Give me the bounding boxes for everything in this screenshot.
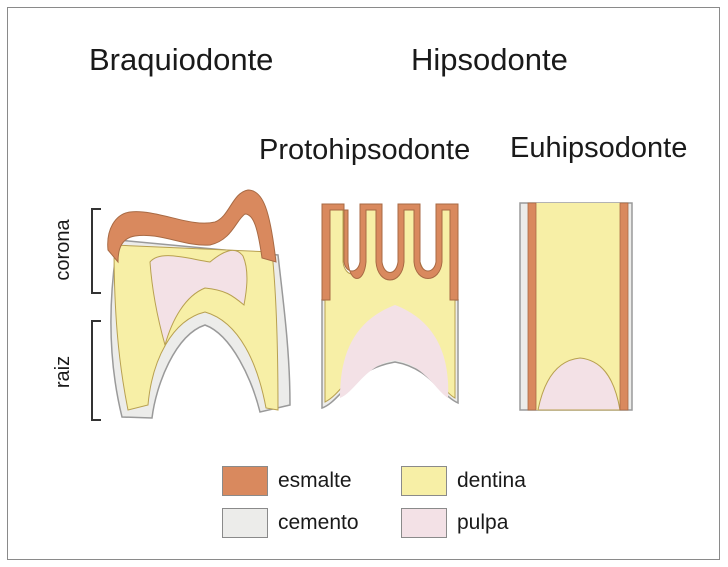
crown-bracket bbox=[92, 209, 101, 293]
legend-swatch-pulp bbox=[401, 508, 447, 538]
legend-swatch-dentine bbox=[401, 466, 447, 496]
legend-cementum: cemento bbox=[222, 508, 359, 538]
legend-label-cementum: cemento bbox=[278, 511, 359, 535]
legend-pulp: pulpa bbox=[401, 508, 508, 538]
legend-label-enamel: esmalte bbox=[278, 469, 352, 493]
legend-label-pulp: pulpa bbox=[457, 511, 508, 535]
euhipsodonte-enamel-left bbox=[528, 203, 536, 410]
braquiodonte-tooth bbox=[108, 190, 290, 418]
euhipsodonte-tooth bbox=[520, 203, 632, 410]
legend-swatch-enamel bbox=[222, 466, 268, 496]
legend-label-dentine: dentina bbox=[457, 469, 526, 493]
legend-swatch-cementum bbox=[222, 508, 268, 538]
legend-dentine: dentina bbox=[401, 466, 526, 496]
protohipsodonte-tooth bbox=[322, 204, 458, 408]
legend-enamel: esmalte bbox=[222, 466, 352, 496]
euhipsodonte-enamel-right bbox=[620, 203, 628, 410]
root-bracket bbox=[92, 321, 101, 420]
